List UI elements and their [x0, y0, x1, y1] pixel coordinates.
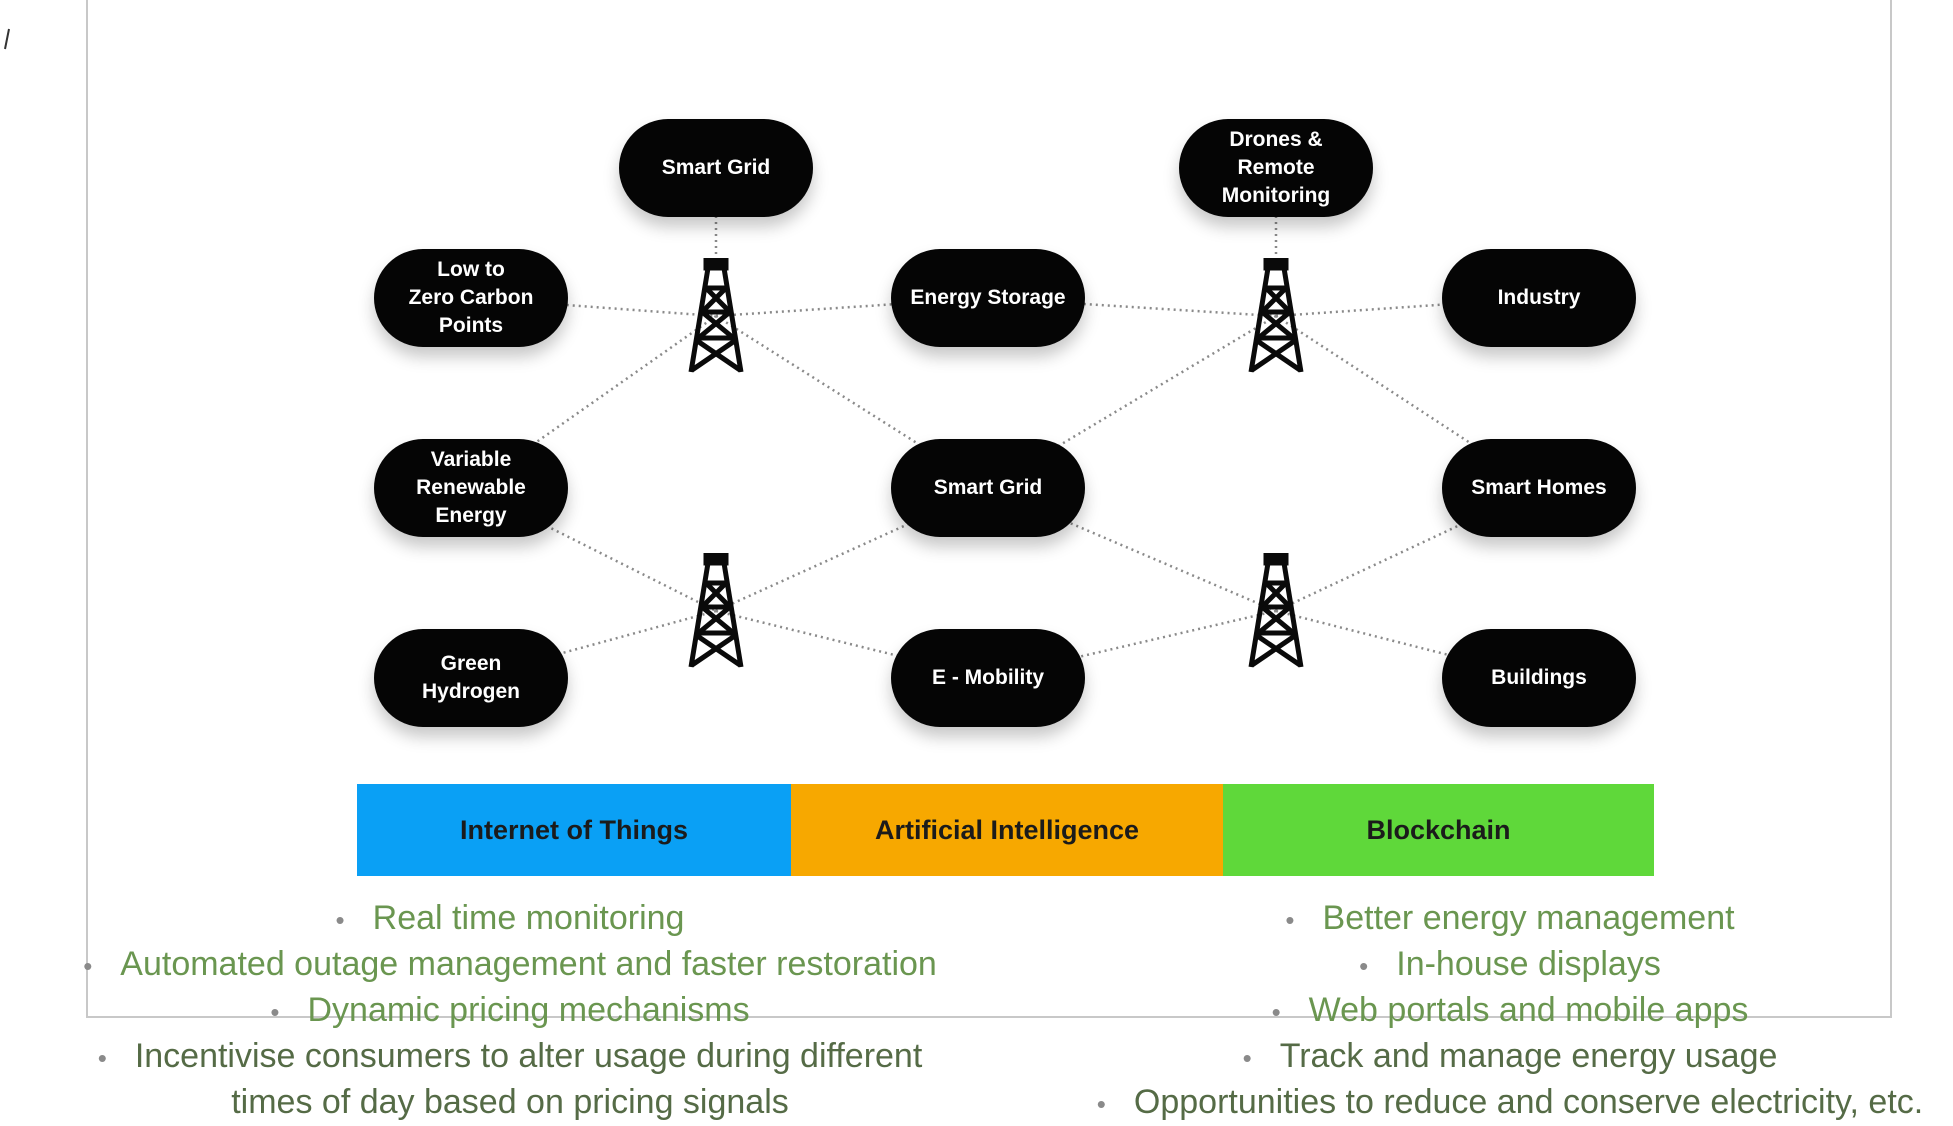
- benefit-item: • Automated outage management and faster …: [0, 942, 1020, 988]
- benefit-text: Web portals and mobile apps: [1308, 991, 1749, 1030]
- node-energy-storage: Energy Storage: [891, 249, 1085, 347]
- connection-line: [1275, 296, 1540, 318]
- benefit-text: In-house displays: [1396, 945, 1661, 984]
- iot-benefits-list: • Real time monitoring • Automated outage …: [0, 896, 1020, 1124]
- bullet-icon: •: [1285, 905, 1295, 936]
- band-artificial-intelligence: Artificial Intelligence: [791, 784, 1223, 876]
- node-low-zero-carbon: Low to Zero Carbon Points: [374, 249, 568, 347]
- benefit-item: • Opportunities to reduce and conserve el…: [1010, 1080, 1953, 1126]
- benefit-item: • In-house displays: [1010, 942, 1953, 988]
- benefit-item: • Track and manage energy usage: [1010, 1034, 1953, 1080]
- node-e-mobility: E - Mobility: [891, 629, 1085, 727]
- node-industry: Industry: [1442, 249, 1636, 347]
- connection-line: [987, 486, 1277, 613]
- bullet-icon: •: [270, 997, 280, 1028]
- node-smart-homes: Smart Homes: [1442, 439, 1636, 537]
- benefit-text: Track and manage energy usage: [1279, 1037, 1778, 1076]
- band-internet-of-things: Internet of Things: [357, 784, 791, 876]
- node-smart-grid-top: Smart Grid: [619, 119, 813, 217]
- connection-line: [715, 486, 989, 613]
- benefit-item: • Better energy management: [1010, 896, 1953, 942]
- corner-mark: [4, 28, 10, 50]
- bullet-icon: •: [97, 1043, 107, 1074]
- transmission-tower-icon: [686, 258, 746, 374]
- connection-line: [470, 314, 717, 490]
- benefit-item-continuation: times of day based on pricing signals: [0, 1080, 1020, 1124]
- transmission-tower-icon: [1246, 553, 1306, 669]
- transmission-tower-icon: [686, 553, 746, 669]
- band-blockchain: Blockchain: [1223, 784, 1654, 876]
- connection-line: [470, 486, 717, 613]
- bullet-icon: •: [1359, 951, 1369, 982]
- connection-line: [470, 296, 717, 318]
- benefit-item: • Dynamic pricing mechanisms: [0, 988, 1020, 1034]
- bullet-icon: •: [335, 905, 345, 936]
- node-buildings: Buildings: [1442, 629, 1636, 727]
- blockchain-benefits-list: • Better energy management • In-house disp…: [1010, 896, 1953, 1126]
- benefit-text: Dynamic pricing mechanisms: [307, 991, 750, 1030]
- benefit-text: Automated outage management and faster r…: [120, 945, 937, 984]
- benefit-item: • Real time monitoring: [0, 896, 1020, 942]
- bullet-icon: •: [1096, 1089, 1106, 1120]
- benefit-text: Better energy management: [1322, 899, 1735, 937]
- transmission-tower-icon: [1246, 258, 1306, 374]
- bullet-icon: •: [1242, 1043, 1252, 1074]
- benefit-item: • Incentivise consumers to alter usage du…: [0, 1034, 1020, 1080]
- connection-line: [1275, 314, 1540, 490]
- benefit-text: Opportunities to reduce and conserve ele…: [1133, 1083, 1924, 1122]
- benefit-item: • Web portals and mobile apps: [1010, 988, 1953, 1034]
- connection-line: [987, 314, 1277, 490]
- benefit-text: times of day based on pricing signals: [231, 1083, 789, 1122]
- node-green-hydrogen: Green Hydrogen: [374, 629, 568, 727]
- benefit-text: Incentivise consumers to alter usage dur…: [134, 1037, 923, 1076]
- node-variable-renewable: Variable Renewable Energy: [374, 439, 568, 537]
- bullet-icon: •: [1271, 997, 1281, 1028]
- benefit-text: Real time monitoring: [372, 899, 685, 937]
- node-smart-grid-center: Smart Grid: [891, 439, 1085, 537]
- bullet-icon: •: [83, 951, 93, 982]
- node-drones-remote-monitoring: Drones & Remote Monitoring: [1179, 119, 1373, 217]
- diagram-frame: [86, 0, 1892, 1018]
